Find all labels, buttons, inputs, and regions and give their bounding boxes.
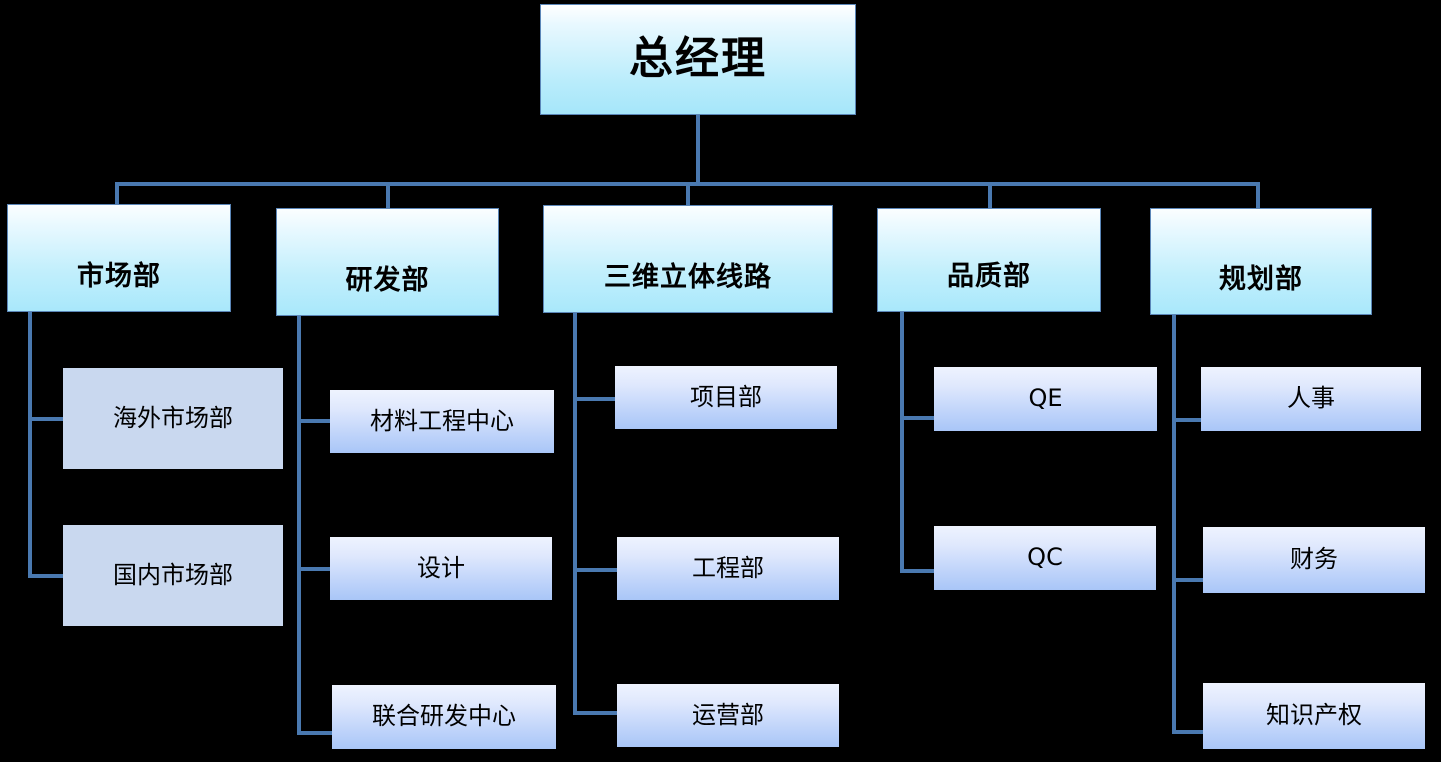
connector-market-to-domestic [28, 574, 65, 578]
node-general-manager[interactable]: 总经理 [540, 4, 856, 115]
node-quality-department[interactable]: 品质部 [877, 208, 1101, 312]
connector-rd-stem [297, 315, 301, 735]
node-marketing-department[interactable]: 市场部 [7, 204, 231, 312]
node-rd-department[interactable]: 研发部 [276, 208, 499, 316]
node-joint-rd-center[interactable]: 联合研发中心 [332, 685, 556, 749]
node-operations-department[interactable]: 运营部 [617, 684, 839, 747]
node-engineering-department[interactable]: 工程部 [617, 537, 839, 600]
connector-bus-to-rd [386, 182, 390, 209]
node-planning-department[interactable]: 规划部 [1150, 208, 1372, 315]
connector-planning-to-finance [1172, 578, 1203, 582]
connector-quality-stem [900, 311, 904, 573]
node-qc[interactable]: QC [934, 526, 1156, 590]
node-finance[interactable]: 财务 [1203, 527, 1425, 593]
node-overseas-marketing[interactable]: 海外市场部 [63, 368, 283, 469]
node-intellectual-property[interactable]: 知识产权 [1203, 683, 1425, 749]
node-project-department[interactable]: 项目部 [615, 366, 837, 429]
node-design[interactable]: 设计 [330, 537, 552, 600]
node-human-resources[interactable]: 人事 [1201, 367, 1421, 431]
connector-rd-to-joint-rd [297, 731, 335, 735]
connector-rd-to-material [297, 419, 332, 423]
connector-bus-to-planning [1256, 182, 1260, 209]
connector-3d-to-engineering [573, 568, 618, 572]
connector-3d-stem [573, 312, 577, 715]
connector-planning-to-ip [1172, 730, 1206, 734]
connector-market-stem [28, 311, 32, 578]
connector-bus-to-market [115, 182, 119, 205]
connector-bus-to-3d [686, 182, 690, 206]
connector-quality-to-qe [900, 416, 937, 420]
connector-root-stem [696, 114, 700, 185]
node-3d-circuit-department[interactable]: 三维立体线路 [543, 205, 833, 313]
node-qe[interactable]: QE [934, 367, 1157, 431]
connector-rd-to-design [297, 567, 332, 571]
node-material-engineering-center[interactable]: 材料工程中心 [330, 390, 554, 453]
node-domestic-marketing[interactable]: 国内市场部 [63, 525, 283, 626]
connector-3d-to-operations [573, 711, 618, 715]
connector-market-to-overseas [28, 417, 65, 421]
connector-quality-to-qc [900, 569, 937, 573]
connector-bus-to-quality [988, 182, 992, 209]
connector-planning-to-hr [1172, 418, 1203, 422]
connector-planning-stem [1172, 314, 1176, 734]
connector-3d-to-project [573, 397, 618, 401]
